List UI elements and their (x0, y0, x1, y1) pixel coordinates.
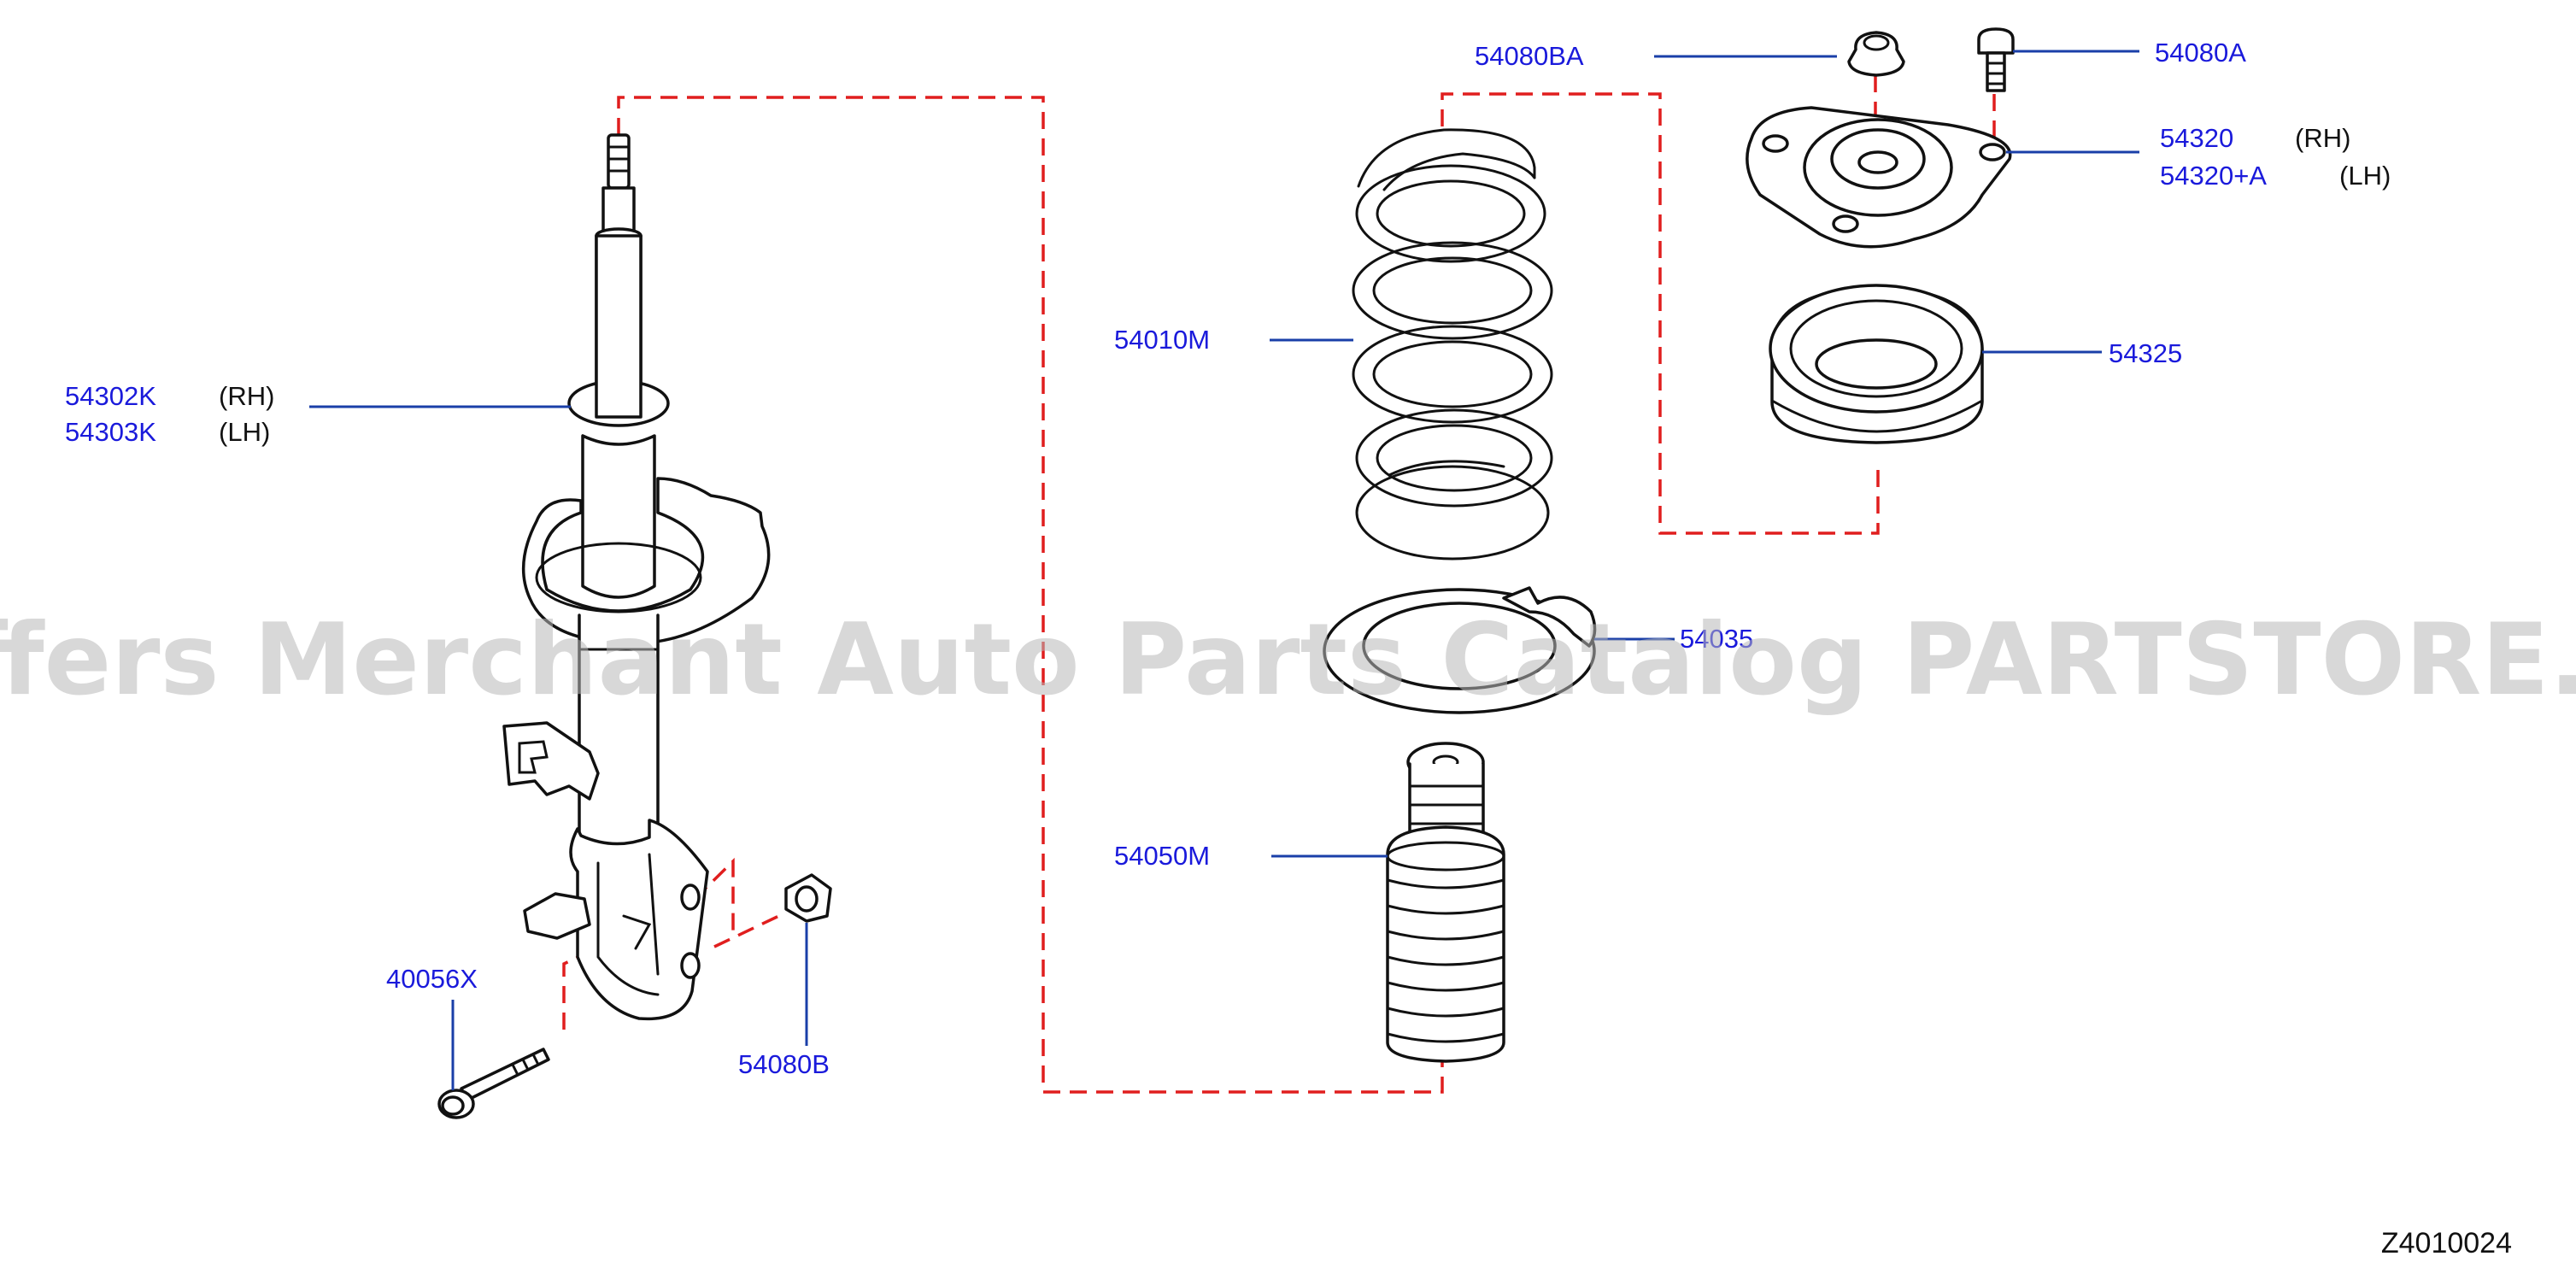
label-54080ba[interactable]: 54080BA (1475, 41, 1584, 71)
diagram-code: Z4010024 (2381, 1227, 2512, 1259)
leader-lines (309, 50, 2139, 1090)
label-54080b[interactable]: 54080B (738, 1049, 830, 1079)
label-54050m[interactable]: 54050M (1114, 841, 1210, 871)
strut-to-spring-link (617, 96, 1444, 1094)
label-54010m[interactable]: 54010M (1114, 325, 1210, 355)
label-54320[interactable]: 54320 (2160, 123, 2233, 153)
bearing-54325[interactable] (1769, 284, 1984, 444)
strut-assembly[interactable] (502, 133, 771, 1021)
label-54303k[interactable]: 54303K (65, 417, 156, 447)
watermark-text: Offers Merchant Auto Parts Catalog PARTS… (0, 602, 2576, 718)
coil-spring-54010m[interactable] (1352, 128, 1553, 561)
label-54302k[interactable]: 54302K (65, 381, 156, 411)
label-lh-54303k: (LH) (219, 417, 270, 447)
label-40056x[interactable]: 40056X (386, 964, 478, 994)
nut-54080b[interactable] (784, 873, 832, 923)
nut-54080ba[interactable] (1847, 31, 1905, 77)
label-rh-54320: (RH) (2295, 123, 2350, 153)
label-54320a[interactable]: 54320+A (2160, 161, 2267, 191)
label-54325[interactable]: 54325 (2109, 338, 2182, 368)
assembly-link-lines (562, 75, 1996, 1094)
knuckle-nut-link (713, 911, 787, 948)
part-labels: 54302K (RH) 54303K (LH) 40056X 54080B 54… (65, 38, 2391, 1079)
label-lh-54320a: (LH) (2339, 161, 2391, 191)
strut-mount-54320[interactable] (1746, 106, 2012, 249)
label-54080a[interactable]: 54080A (2155, 38, 2246, 68)
label-54035[interactable]: 54035 (1680, 624, 1753, 654)
bolt-40056x[interactable] (437, 1048, 550, 1119)
spring-seat-54035[interactable] (1323, 586, 1597, 714)
knuckle-bolt-link (562, 857, 735, 1030)
spring-to-mount-link (1441, 92, 1880, 535)
label-rh-54302k: (RH) (219, 381, 274, 411)
bolt-54080a[interactable] (1977, 27, 2015, 92)
bump-stop-boot-54050m[interactable] (1386, 742, 1505, 1063)
